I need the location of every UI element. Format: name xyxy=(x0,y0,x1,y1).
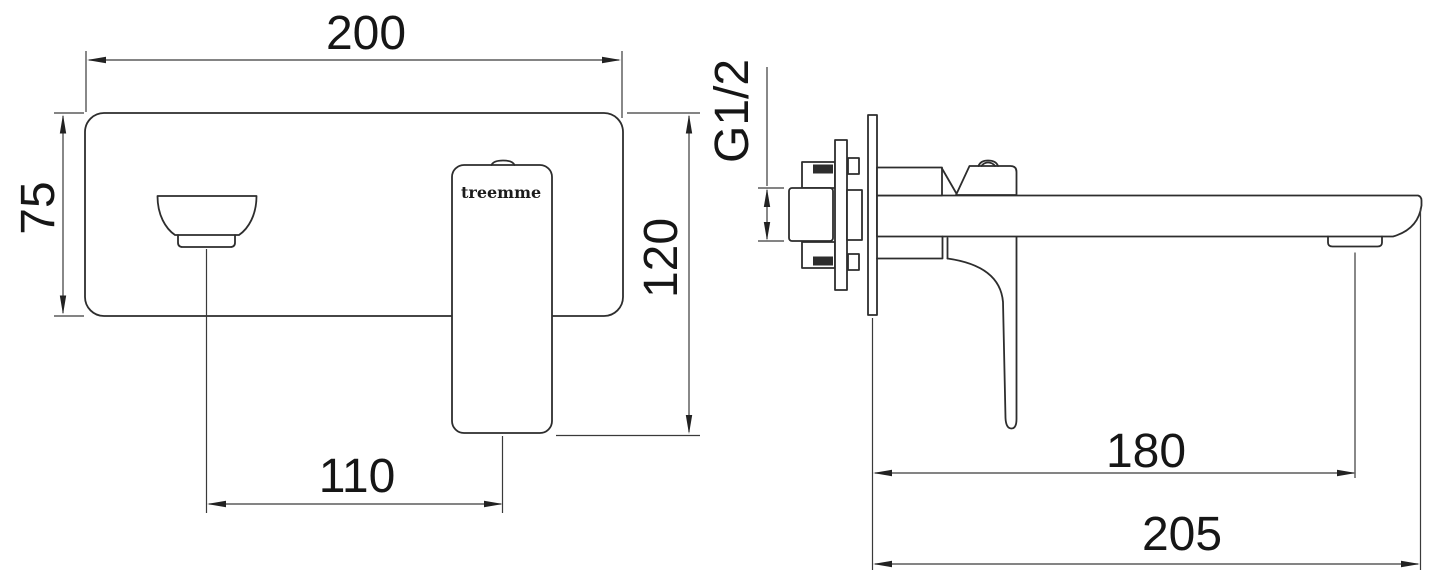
cartridge-nut xyxy=(846,189,863,241)
dimension-reach-aerator: 180 xyxy=(873,252,1356,478)
handle-lever-side xyxy=(946,236,1018,430)
dimension-total-height: 120 xyxy=(556,112,700,437)
spout-front xyxy=(156,195,258,236)
dimension-label-110: 110 xyxy=(319,450,396,503)
dimension-label-205: 205 xyxy=(1142,508,1222,561)
arrowhead-left xyxy=(873,560,892,568)
dimension-plate-height: 75 xyxy=(12,112,84,317)
arrowhead-left xyxy=(207,500,226,508)
arrowhead-right xyxy=(484,500,503,508)
screw-boss-upper xyxy=(847,157,860,175)
arrowhead-up xyxy=(763,188,771,207)
mounting-plate-side xyxy=(867,114,878,316)
fixing-screw-upper xyxy=(813,164,833,174)
arrowhead-left xyxy=(87,56,106,64)
dimension-inlet-thread: G1/2 xyxy=(706,59,784,242)
aerator-side xyxy=(1327,235,1383,248)
dimension-label-120: 120 xyxy=(635,218,688,298)
dimension-spout-handle: 110 xyxy=(207,450,503,508)
arrowhead-down xyxy=(685,415,693,434)
dimension-lines-200 xyxy=(85,51,623,118)
handle-pin-front xyxy=(490,159,516,166)
valve-body-upper xyxy=(876,166,943,197)
handle-front xyxy=(451,164,553,434)
arrowhead-down xyxy=(763,222,771,241)
fixing-screw-lower xyxy=(813,256,833,266)
dimension-label-75: 75 xyxy=(12,181,65,234)
arrowhead-right xyxy=(602,56,621,64)
spout-side xyxy=(876,194,1423,238)
dimension-label-g12: G1/2 xyxy=(706,59,759,163)
arrowhead-right xyxy=(1401,560,1420,568)
mounting-plate-front xyxy=(84,112,624,317)
concealed-body xyxy=(788,139,863,291)
front-view: treemme 200 75 120 110 xyxy=(12,7,700,513)
rough-in-flange xyxy=(834,139,848,291)
dimension-label-180: 180 xyxy=(1106,425,1186,478)
arrowhead-up xyxy=(685,114,693,134)
dimension-lines-205 xyxy=(871,208,1422,570)
dimension-label-200: 200 xyxy=(326,7,406,60)
dimension-lines-120 xyxy=(556,112,700,437)
dimension-lines-g12 xyxy=(758,67,784,242)
dimension-lines-75 xyxy=(54,112,84,317)
arrowhead-down xyxy=(59,295,67,315)
arrowhead-up xyxy=(59,114,67,134)
inlet-connection-g12 xyxy=(788,187,834,242)
arrowhead-left xyxy=(873,469,892,477)
body-handle-joint xyxy=(941,167,958,196)
dimension-lines-180 xyxy=(875,252,1356,478)
side-view: G1/2 180 205 xyxy=(706,59,1423,570)
valve-body-lower xyxy=(876,235,949,260)
spout-aerator-front xyxy=(177,234,236,248)
handle-grip-side xyxy=(955,165,1018,196)
screw-boss-lower xyxy=(847,253,860,271)
arrowhead-right xyxy=(1337,469,1356,477)
brand-logo: treemme xyxy=(461,183,541,202)
handle-pin-side xyxy=(977,159,999,167)
dimension-total-reach: 205 xyxy=(871,208,1422,570)
dimension-plate-width: 200 xyxy=(85,7,623,118)
